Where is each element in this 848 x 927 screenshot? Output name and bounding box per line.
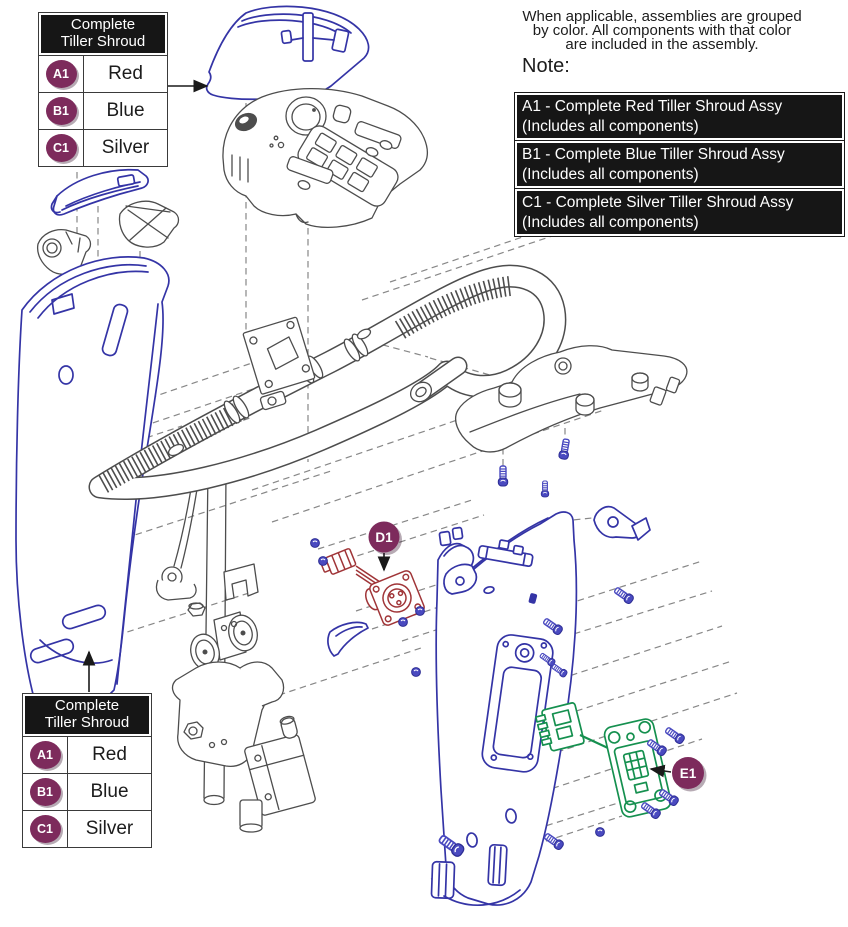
charger-socket <box>365 570 425 626</box>
badge-a1[interactable]: A1 <box>29 741 61 769</box>
screw <box>497 465 509 487</box>
clip-right <box>118 200 180 248</box>
legend-header-line1: Complete <box>54 697 120 714</box>
note-label: Note: <box>522 55 570 77</box>
legend-header: Complete Tiller Shroud <box>41 15 165 53</box>
callout-e1[interactable]: E1 <box>649 757 707 792</box>
e1-label: E1 <box>680 766 697 781</box>
note-a1-line2: (Includes all components) <box>522 117 699 135</box>
clip-left <box>36 228 92 275</box>
legend-row-b1: B1 Blue <box>23 773 151 810</box>
badge-c1[interactable]: C1 <box>45 134 77 162</box>
underside-bracket <box>455 345 688 453</box>
legend-header-line2: Tiller Shroud <box>44 714 130 731</box>
e1-arrow <box>649 764 672 778</box>
note-box-a1: A1 - Complete Red Tiller Shroud Assy (In… <box>514 92 845 141</box>
nut <box>310 538 320 548</box>
nut <box>398 617 408 627</box>
grouping-note-line2: by color. All components with that color <box>532 21 792 39</box>
shroud-top-insert <box>477 539 534 568</box>
d1-label: D1 <box>375 530 393 545</box>
right-grip <box>394 276 512 339</box>
harness-plug <box>320 548 357 575</box>
note-box-b1: B1 - Complete Blue Tiller Shroud Assy (I… <box>514 140 845 189</box>
legend-row-c1: C1 Silver <box>39 129 167 166</box>
legend-row-a1: A1 Red <box>23 736 151 773</box>
legend-row-b1: B1 Blue <box>39 92 167 129</box>
screw <box>540 480 550 498</box>
battery-icon <box>269 135 285 149</box>
badge-b1[interactable]: B1 <box>45 97 77 125</box>
grouping-note-line1: When applicable, assemblies are grouped <box>522 8 802 25</box>
note-a1-line1: A1 - Complete Red Tiller Shroud Assy <box>522 98 783 115</box>
pcb-connector <box>534 702 585 752</box>
badge-c1[interactable]: C1 <box>29 815 61 843</box>
nut <box>595 827 605 837</box>
legend-header-line2: Tiller Shroud <box>60 33 146 50</box>
rear-shroud-panel <box>430 511 578 906</box>
wedge-piece <box>327 621 369 657</box>
note-c1-line1: C1 - Complete Silver Tiller Shroud Assy <box>522 194 794 211</box>
handlebar-assembly <box>88 264 567 501</box>
callout-d1[interactable]: D1 <box>368 521 403 572</box>
screw <box>557 437 572 461</box>
badge-a1[interactable]: A1 <box>45 60 77 88</box>
grouping-note-line3: are included in the assembly. <box>565 35 759 53</box>
legend-color-red: Red <box>92 744 127 765</box>
legend-row-c1: C1 Silver <box>23 810 151 847</box>
note-b1-line2: (Includes all components) <box>522 165 699 183</box>
tiller-stem <box>155 467 316 833</box>
legend-color-blue: Blue <box>106 100 145 121</box>
shroud-recess <box>481 634 554 773</box>
keypad-strip <box>297 125 399 207</box>
nut <box>411 667 421 677</box>
legend-color-silver: Silver <box>101 137 150 158</box>
badge-b1[interactable]: B1 <box>29 778 61 806</box>
charger-port <box>320 548 425 626</box>
note-box-c1: C1 - Complete Silver Tiller Shroud Assy … <box>514 188 845 237</box>
legend-row-a1: A1 Red <box>39 55 167 92</box>
grouping-note: When applicable, assemblies are grouped … <box>476 8 848 53</box>
screw <box>612 584 636 606</box>
screw <box>663 724 687 746</box>
note-c1-line2: (Includes all components) <box>522 213 699 231</box>
pcb-board <box>603 718 672 818</box>
console-back-cover <box>205 5 370 101</box>
console-panel <box>222 88 429 228</box>
legend-color-blue: Blue <box>90 781 129 802</box>
legend-color-silver: Silver <box>85 818 134 839</box>
shroud-pocket <box>443 563 478 595</box>
note-b1-line1: B1 - Complete Blue Tiller Shroud Assy <box>522 146 785 163</box>
nut <box>415 606 425 616</box>
legend-header-line1: Complete <box>70 16 136 33</box>
legend-table-top: Complete Tiller Shroud A1 Red B1 Blue C1… <box>38 12 168 167</box>
mounting-plate <box>242 316 316 395</box>
legend-header: Complete Tiller Shroud <box>25 696 149 734</box>
nut <box>318 556 328 566</box>
legend-table-bottom: Complete Tiller Shroud A1 Red B1 Blue C1… <box>22 693 152 848</box>
left-trim-piece <box>50 168 149 216</box>
hook-bracket <box>593 505 651 541</box>
legend-color-red: Red <box>108 63 143 84</box>
